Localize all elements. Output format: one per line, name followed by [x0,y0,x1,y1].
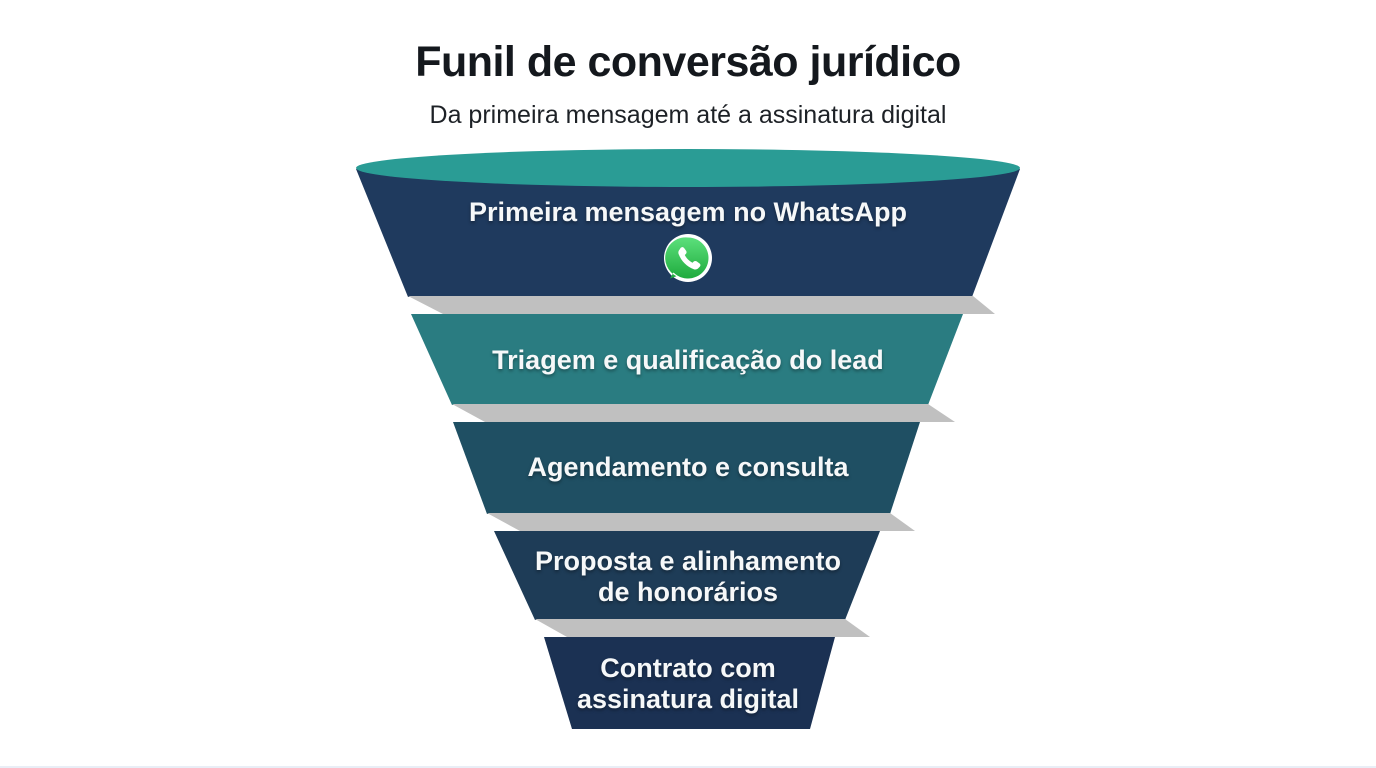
stage-3-label: Agendamento e consulta [527,452,849,482]
stage-2-label: Triagem e qualificação do lead [492,345,884,375]
funnel-stage-4-shape [494,531,880,620]
separator-band-3 [487,513,915,531]
separator-band-4 [535,619,870,637]
funnel-stage-3-shape [453,422,920,514]
whatsapp-icon [664,234,712,282]
separator-band-1 [408,296,995,314]
stage-4-label: Proposta e alinhamento de honorários [534,546,842,607]
header: Funil de conversão jurídico Da primeira … [0,38,1376,130]
stage-5-label: Contrato com assinatura digital [576,653,800,714]
funnel-stage-2-shape [411,314,963,405]
separator-band-2 [452,404,955,422]
page-title: Funil de conversão jurídico [415,38,961,86]
funnel-top-ellipse [356,149,1020,187]
funnel-stage-5-shape [544,637,835,729]
page-subtitle: Da primeira mensagem até a assinatura di… [429,101,947,129]
stage-1-label: Primeira mensagem no WhatsApp [468,197,908,227]
bottom-hairline [0,766,1376,768]
funnel-stage-1-shape [356,169,1020,297]
